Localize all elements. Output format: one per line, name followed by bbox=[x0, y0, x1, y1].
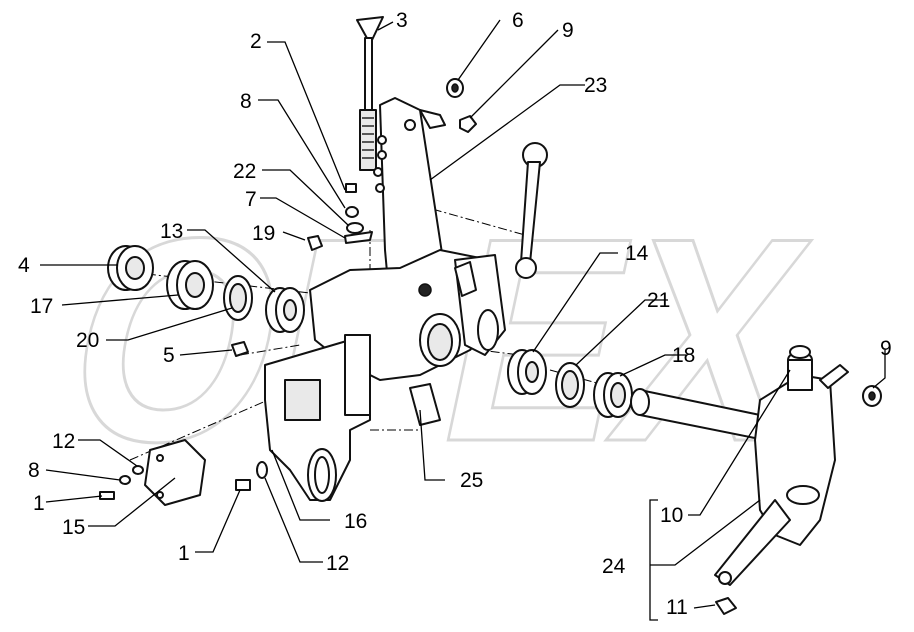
part-12-washer-lower bbox=[256, 461, 268, 479]
callout-1-lower: 1 bbox=[178, 542, 190, 565]
callout-11: 11 bbox=[666, 596, 688, 619]
callout-15: 15 bbox=[62, 516, 85, 539]
part-11-nut bbox=[715, 597, 737, 615]
callout-13: 13 bbox=[160, 220, 183, 243]
callout-23: 23 bbox=[584, 74, 607, 97]
part-3-t-handle-rod bbox=[356, 16, 384, 171]
callout-20: 20 bbox=[76, 329, 99, 352]
part-8-washer-left bbox=[119, 475, 131, 485]
part-1-bolt-lower bbox=[235, 479, 251, 491]
callout-7: 7 bbox=[245, 188, 257, 211]
callout-16: 16 bbox=[344, 510, 367, 533]
callout-18: 18 bbox=[672, 344, 695, 367]
part-20-bearing bbox=[223, 275, 253, 321]
callout-8-top: 8 bbox=[240, 90, 252, 113]
callout-4: 4 bbox=[18, 254, 30, 277]
callout-9-top: 9 bbox=[562, 19, 574, 42]
callout-12-left: 12 bbox=[52, 430, 75, 453]
part-12-washer-left bbox=[132, 465, 144, 475]
part-1-bolt-left bbox=[99, 491, 115, 500]
callout-10: 10 bbox=[660, 504, 683, 527]
part-19-nut bbox=[307, 235, 323, 251]
callout-8-left: 8 bbox=[28, 459, 40, 482]
part-5-nut bbox=[231, 341, 249, 357]
callout-12-lower: 12 bbox=[326, 552, 349, 575]
part-4-nut bbox=[107, 245, 154, 291]
part-9-nut-top bbox=[459, 115, 477, 133]
part-18-sleeve bbox=[593, 372, 633, 418]
callout-19: 19 bbox=[252, 222, 275, 245]
part-6-washer bbox=[446, 78, 464, 98]
callout-labels: 3 2 6 9 23 8 22 7 13 19 4 17 20 5 14 21 … bbox=[18, 9, 892, 619]
part-14-collar bbox=[507, 349, 547, 395]
callout-3: 3 bbox=[396, 9, 408, 32]
callout-5: 5 bbox=[163, 344, 175, 367]
part-24-steering-knuckle bbox=[630, 351, 849, 586]
callout-22: 22 bbox=[233, 160, 256, 183]
part-25-clamp bbox=[409, 383, 441, 426]
callout-17: 17 bbox=[30, 295, 53, 318]
part-17-sleeve bbox=[166, 260, 214, 310]
part-link-wrench bbox=[515, 142, 548, 279]
part-2-bolt bbox=[345, 183, 357, 193]
part-22-spring-washer bbox=[346, 222, 364, 234]
part-21-bearing bbox=[555, 362, 585, 408]
leader-lines bbox=[40, 19, 886, 621]
callout-14: 14 bbox=[625, 242, 649, 265]
part-13-collar bbox=[265, 287, 305, 333]
callout-24: 24 bbox=[602, 555, 626, 578]
part-9-washer-right bbox=[862, 385, 882, 407]
callout-21: 21 bbox=[647, 289, 670, 312]
part-10-kingpin bbox=[789, 345, 811, 359]
callout-2: 2 bbox=[250, 30, 262, 53]
part-7-clip bbox=[344, 231, 373, 244]
part-16-bracket-plate bbox=[264, 334, 371, 502]
part-15-cover-plate bbox=[144, 439, 206, 506]
callout-1-left: 1 bbox=[33, 492, 45, 515]
callout-25: 25 bbox=[460, 469, 483, 492]
callout-6: 6 bbox=[512, 9, 524, 32]
callout-9-right: 9 bbox=[880, 337, 892, 360]
part-8-washer-top bbox=[345, 206, 359, 218]
